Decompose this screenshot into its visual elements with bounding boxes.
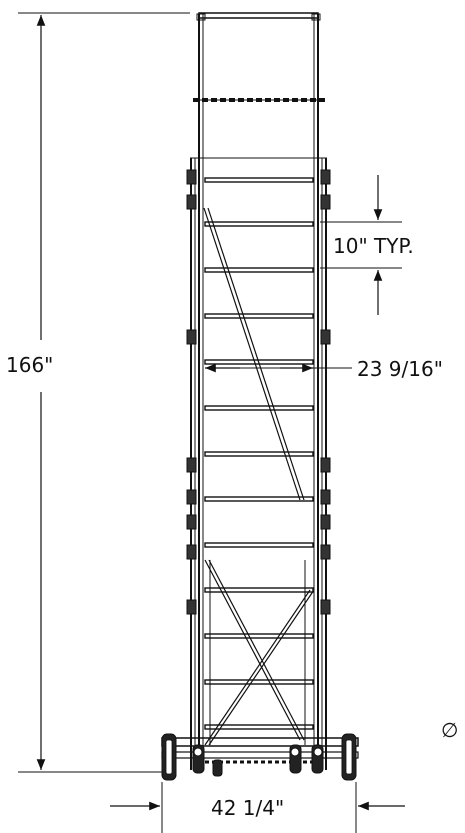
base-width-label: 42 1/4" — [211, 796, 284, 820]
rung-spacing-label: 10" TYP. — [333, 234, 414, 258]
overall-height-label: 166" — [6, 353, 53, 377]
ladder-rungs — [204, 177, 314, 730]
base-width-dimension: 42 1/4" — [110, 782, 405, 833]
rung-spacing-dimension: 10" TYP. — [320, 175, 414, 315]
ladder-base — [161, 733, 359, 781]
overall-height-dimension: 166" — [6, 12, 190, 773]
ladder-stiles — [186, 157, 331, 770]
diameter-symbol: ∅ — [441, 718, 458, 742]
ladder-top-frame — [193, 12, 325, 770]
inner-width-label: 23 9/16" — [357, 357, 443, 381]
ladder-braces — [203, 207, 315, 746]
inner-width-dimension: 23 9/16" — [205, 357, 443, 381]
